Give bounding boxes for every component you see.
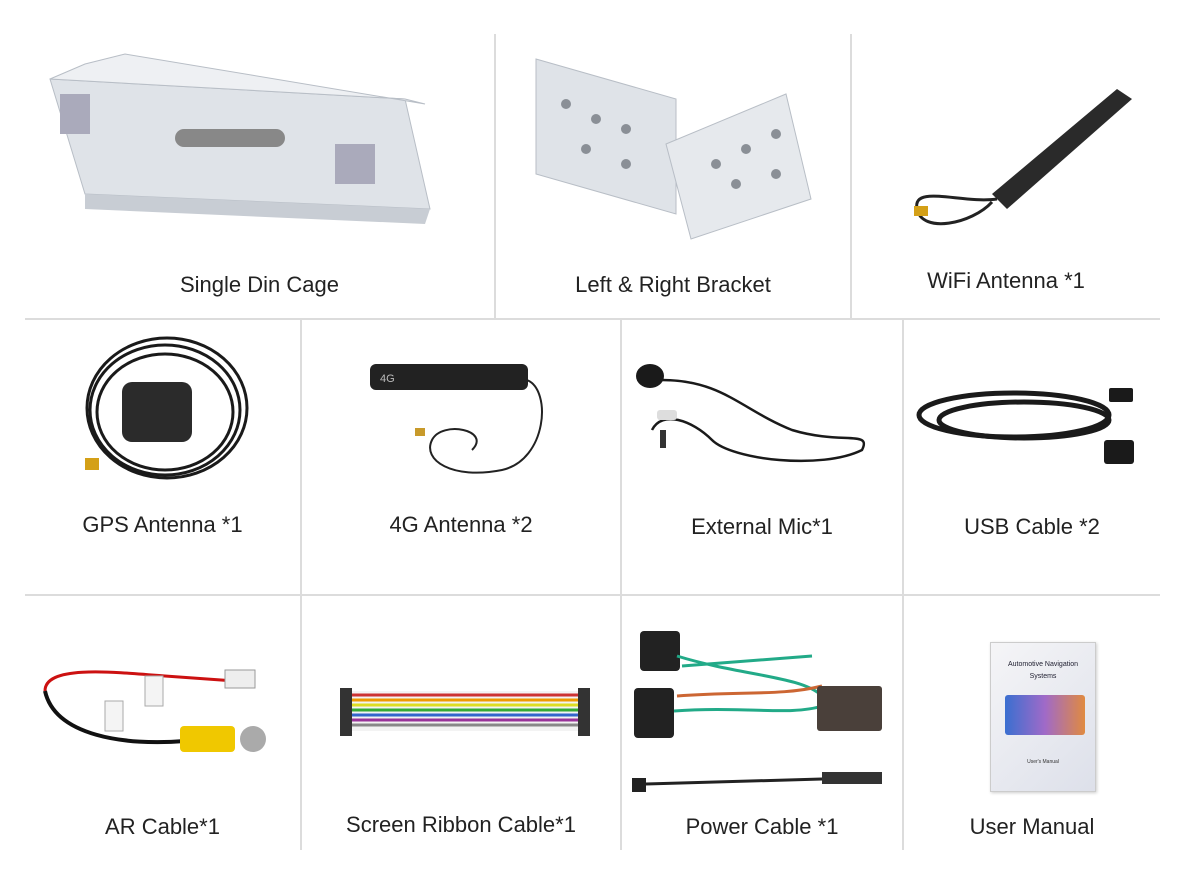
manual-subtitle: User's Manual	[1027, 759, 1059, 765]
divider	[620, 318, 622, 850]
item-label: User Manual	[969, 814, 1095, 839]
item-screen-ribbon-cable: Screen Ribbon Cable*1	[302, 596, 620, 850]
wifi-antenna-image	[914, 89, 1132, 226]
item-gps-antenna: GPS Antenna *1	[25, 320, 300, 594]
ribbon-cable-image	[340, 688, 590, 736]
mic-image	[636, 364, 865, 463]
divider	[25, 318, 1160, 320]
item-left-right-bracket: Left & Right Bracket	[496, 34, 850, 318]
item-label: Left & Right Bracket	[575, 272, 771, 297]
divider	[300, 318, 302, 850]
item-label: Power Cable *1	[685, 814, 839, 839]
divider	[494, 34, 496, 319]
item-4g-antenna: 4G 4G Antenna *2	[302, 320, 620, 594]
item-label: WiFi Antenna *1	[927, 268, 1085, 293]
item-single-din-cage: Single Din Cage	[25, 34, 494, 318]
manual-cover: Automotive Navigation Systems User's Man…	[990, 642, 1096, 792]
divider	[902, 318, 904, 850]
item-label: AR Cable*1	[105, 814, 220, 839]
item-label: 4G Antenna *2	[389, 512, 533, 537]
item-user-manual: Automotive Navigation Systems User's Man…	[904, 596, 1160, 850]
item-ar-cable: AR Cable*1	[25, 596, 300, 850]
antenna-marking: 4G	[380, 373, 395, 385]
bracket-image	[535, 58, 812, 240]
manual-title: Automotive Navigation Systems	[1007, 661, 1079, 680]
ar-cable-image	[43, 669, 266, 752]
item-external-mic: External Mic*1	[622, 320, 902, 594]
din-cage-image	[49, 53, 431, 224]
item-usb-cable: USB Cable *2	[904, 320, 1160, 594]
4g-antenna-image: 4G	[370, 364, 543, 474]
usb-cable-image	[916, 388, 1134, 464]
divider	[25, 594, 1160, 596]
item-label: Screen Ribbon Cable*1	[346, 812, 576, 837]
manual-illustration	[1005, 695, 1085, 735]
item-power-cable: Power Cable *1	[622, 596, 902, 850]
divider	[850, 34, 852, 319]
item-label: External Mic*1	[691, 514, 833, 539]
item-label: GPS Antenna *1	[82, 512, 243, 537]
item-wifi-antenna: WiFi Antenna *1	[852, 34, 1160, 318]
item-label: Single Din Cage	[180, 272, 339, 297]
item-label: USB Cable *2	[964, 514, 1100, 539]
gps-antenna-image	[85, 336, 249, 480]
power-cable-image	[632, 631, 882, 792]
